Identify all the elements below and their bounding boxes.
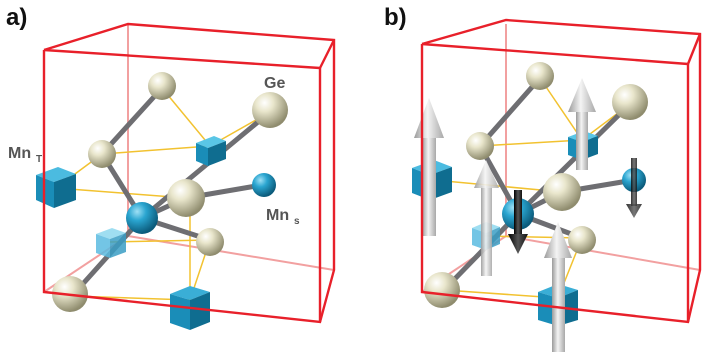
ge-label: Ge bbox=[264, 75, 285, 92]
mn-atom bbox=[126, 202, 158, 234]
mn-t-cube-bottom bbox=[170, 286, 210, 330]
panel-a-label: a) bbox=[6, 4, 28, 31]
ge-atom bbox=[612, 84, 648, 120]
ge-atom bbox=[424, 272, 460, 308]
mn-s-label: Mn bbox=[266, 207, 289, 224]
spin-up-arrow bbox=[474, 160, 499, 276]
bonds-yellow bbox=[55, 87, 271, 301]
ge-atom bbox=[543, 173, 581, 211]
mn-t-cube-far bbox=[196, 136, 226, 166]
ge-atom bbox=[568, 226, 596, 254]
mn-s-label-subscript: s bbox=[294, 216, 300, 227]
ge-atom bbox=[167, 179, 205, 217]
mn-t-label-subscript: T bbox=[36, 154, 42, 165]
ge-atom bbox=[88, 140, 116, 168]
unit-cell-front-edges bbox=[420, 18, 702, 324]
unit-cell-back-edges bbox=[43, 24, 335, 293]
spin-down-arrow bbox=[626, 158, 642, 218]
spin-up-arrow bbox=[568, 78, 596, 170]
ge-atom bbox=[252, 92, 288, 128]
mn-t-label: Mn bbox=[8, 145, 31, 162]
panel-a: a) bbox=[6, 4, 336, 330]
mn-s-atom bbox=[252, 173, 276, 197]
spin-down-arrow bbox=[508, 190, 528, 254]
mn-t-cube-inner bbox=[96, 228, 126, 258]
mn-t-cube-left bbox=[36, 167, 76, 208]
unit-cell-front-edges bbox=[42, 22, 336, 324]
panel-b: b) bbox=[378, 0, 707, 354]
crystal-structure-b bbox=[412, 18, 702, 352]
ge-atom bbox=[196, 228, 224, 256]
ge-atom bbox=[148, 72, 176, 100]
panel-b-label: b) bbox=[384, 4, 407, 31]
spin-up-arrow bbox=[544, 222, 572, 352]
ge-atom bbox=[526, 62, 554, 90]
ge-atom bbox=[466, 132, 494, 160]
crystal-structure-a: Ge Mn T Mn s bbox=[8, 22, 336, 330]
